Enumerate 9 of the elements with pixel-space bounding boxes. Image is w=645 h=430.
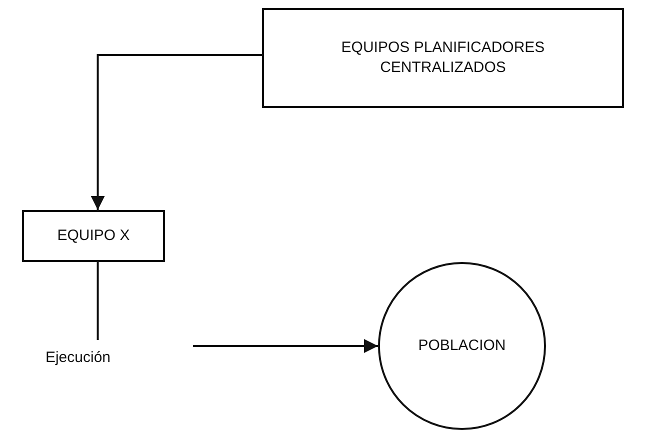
node-label: Ejecución	[44, 348, 112, 368]
arrow	[193, 339, 378, 353]
process-box	[22, 210, 165, 262]
process-box	[262, 8, 624, 108]
node-label: POBLACION	[417, 336, 507, 356]
node-label: EQUIPO X	[56, 226, 131, 246]
circle-node	[378, 262, 546, 430]
node-label: EQUIPOS PLANIFICADORES CENTRALIZADOS	[340, 38, 546, 78]
arrow	[90, 54, 262, 210]
